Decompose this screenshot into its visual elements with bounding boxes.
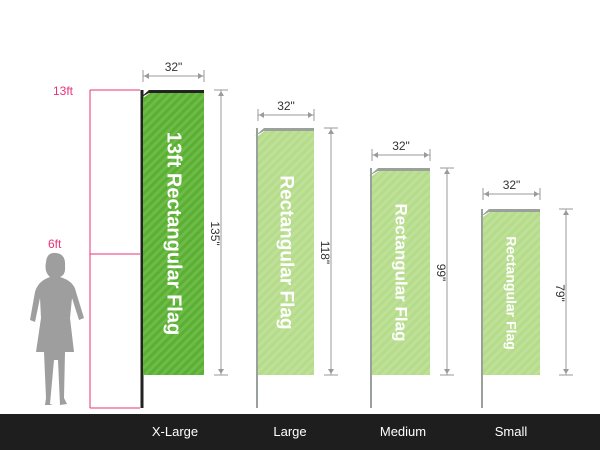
height-dim-arrow-bottom-small [563,369,569,374]
flag-banner-texture-small [483,212,540,375]
flag-banner-texture-medium [372,171,430,375]
width-dim-arrow-left-x-large [144,73,149,79]
flag-text-medium: Rectangular Flag [392,204,411,342]
height-dim-arrow-bottom-x-large [218,369,224,374]
width-label-large: 32" [277,99,295,113]
size-label-small: Small [494,424,528,439]
height-scale: 13ft 6ft [48,84,140,409]
height-dim-arrow-top-x-large [218,91,224,96]
flag-top-bar-small [480,209,540,217]
size-label-large: Large [273,424,307,439]
flag-banner-texture-large [258,131,314,375]
size-label-x-large: X-Large [151,424,199,439]
width-dim-arrow-left-medium [373,152,378,158]
silhouette-hair [45,252,66,277]
height-dim-arrow-bottom-medium [444,369,450,374]
width-dim-arrow-right-medium [424,152,429,158]
flag-banner-texture-x-large [143,93,204,375]
width-dim-arrow-left-large [259,112,264,118]
height-label-large: 118" [318,241,332,264]
silhouette-body [30,277,84,405]
flag-text-x-large: 13ft Rectangular Flag [163,132,185,335]
width-label-medium: 32" [392,139,410,153]
height-label-small: 79" [553,284,567,302]
flag-text-large: Rectangular Flag [276,175,297,329]
width-dim-arrow-right-large [308,112,313,118]
footer-bar [0,414,600,450]
scale-label-13ft: 13ft [53,84,74,98]
width-dim-arrow-left-small [484,191,489,197]
size-label-medium: Medium [379,424,427,439]
height-label-x-large: 135" [208,221,222,245]
height-dim-arrow-top-small [563,210,569,215]
flag-top-bar-x-large [140,90,204,98]
flag-top-bar-medium [369,168,430,176]
height-dim-arrow-bottom-large [328,369,334,374]
width-label-x-large: 32" [165,60,183,74]
height-dim-arrow-top-large [328,129,334,134]
flag-text-small: Rectangular Flag [504,236,520,350]
width-label-small: 32" [503,178,521,192]
height-label-medium: 99" [434,264,448,282]
width-dim-arrow-right-small [534,191,539,197]
flag-top-bar-large [255,128,314,136]
scale-label-6ft: 6ft [48,237,62,251]
height-dim-arrow-top-medium [444,169,450,174]
person-silhouette [30,252,84,405]
width-dim-arrow-right-x-large [198,73,203,79]
flags-layer: 13ft Rectangular Flag 32" 135" Rectangular … [140,60,573,408]
